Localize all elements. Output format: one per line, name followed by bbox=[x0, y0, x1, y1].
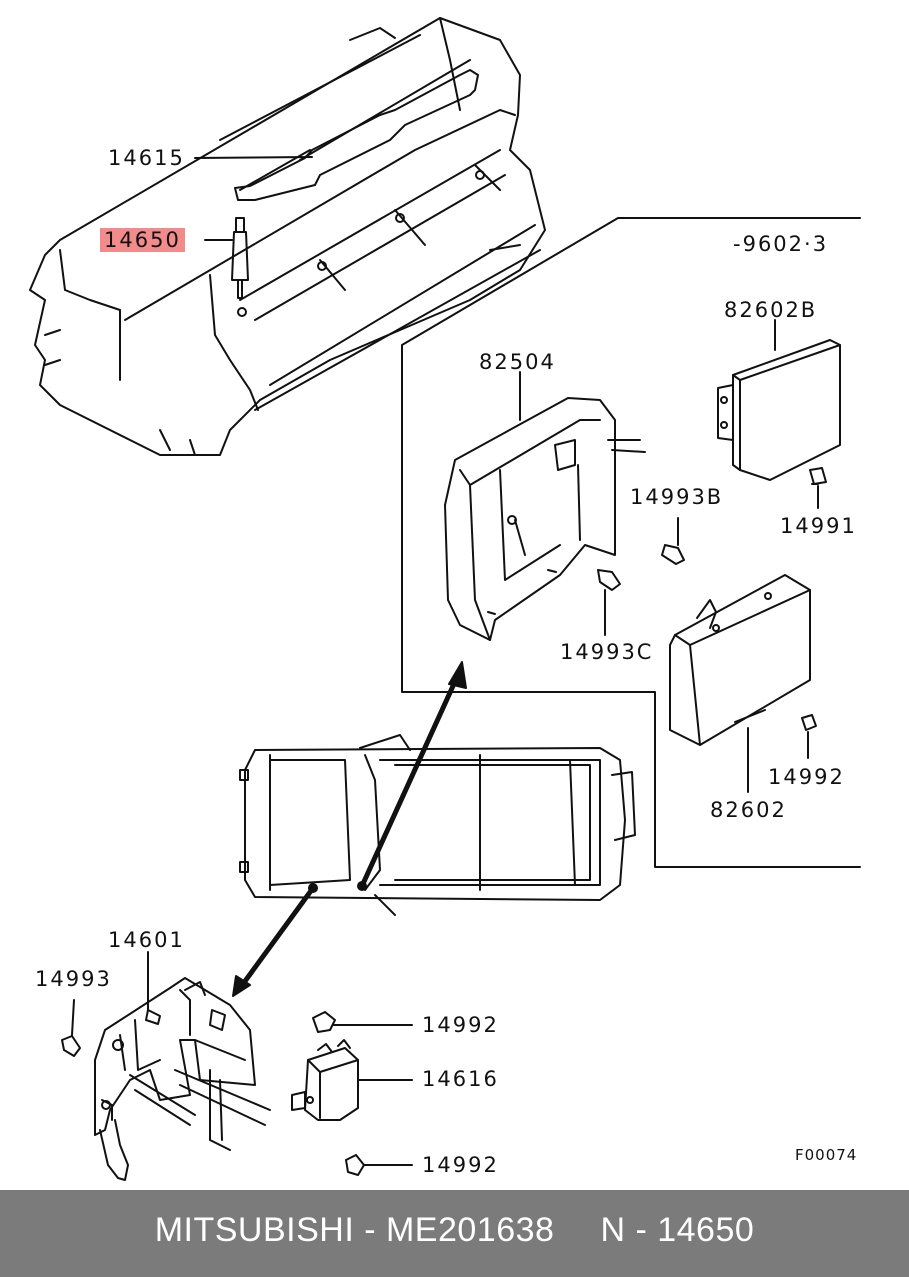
serial-range-label: -9602·3 bbox=[733, 232, 829, 256]
footer-reference-number: N - 14650 bbox=[600, 1211, 755, 1249]
part-label-14993: 14993 bbox=[35, 967, 112, 991]
footer-brand-part-number: MITSUBISHI - ME201638 bbox=[154, 1211, 555, 1249]
relay-14616-drawing bbox=[291, 1039, 359, 1121]
parts-diagram: 14615 14650 -9602·3 82602B 82504 14993B … bbox=[29, 17, 861, 1181]
detail-frame bbox=[401, 217, 861, 868]
part-label-14993C: 14993C bbox=[560, 640, 654, 664]
engine-block-drawing bbox=[29, 17, 546, 456]
part-label-14991: 14991 bbox=[780, 514, 857, 538]
vehicle-top-view-drawing bbox=[239, 734, 636, 916]
footer-caption: MITSUBISHI - ME201638 N - 14650 bbox=[0, 1211, 909, 1250]
part-label-14992-bottom: 14992 bbox=[422, 1153, 499, 1177]
part-label-14601: 14601 bbox=[108, 928, 185, 952]
part-label-14992-top: 14992 bbox=[422, 1013, 499, 1037]
footer-bar: MITSUBISHI - ME201638 N - 14650 bbox=[0, 1190, 909, 1277]
bracket-14601-drawing bbox=[94, 977, 271, 1181]
ecu-cover-drawing bbox=[444, 397, 646, 641]
part-label-82602: 82602 bbox=[710, 798, 787, 822]
figure-code: F00074 bbox=[795, 1146, 858, 1164]
part-label-14615: 14615 bbox=[108, 146, 185, 170]
part-label-14992-right: 14992 bbox=[768, 765, 845, 789]
part-label-14993B: 14993B bbox=[630, 485, 724, 509]
part-label-82602B: 82602B bbox=[724, 298, 818, 322]
ecu-82602B-drawing bbox=[717, 339, 841, 481]
part-label-14616: 14616 bbox=[422, 1067, 499, 1091]
part-label-14650-highlighted: 14650 bbox=[100, 228, 185, 252]
ecu-82602-drawing bbox=[669, 574, 811, 746]
part-label-82504: 82504 bbox=[479, 350, 556, 374]
